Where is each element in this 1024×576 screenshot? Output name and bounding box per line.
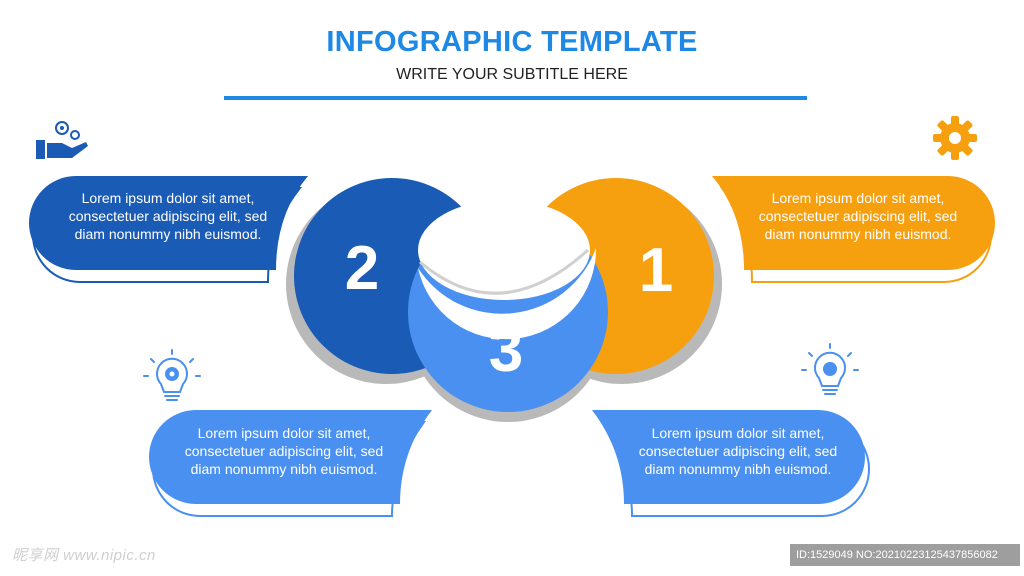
top-right-box (712, 176, 995, 283)
hand-gears-icon (36, 121, 88, 159)
step-number-1: 1 (638, 236, 674, 305)
lightbulb-gear-icon (143, 349, 201, 401)
page-title: INFOGRAPHIC TEMPLATE (326, 26, 698, 58)
title-divider (224, 96, 807, 100)
top-left-box-text: Lorem ipsum dolor sit amet, consectetuer… (68, 190, 268, 242)
gear-icon (933, 116, 977, 160)
circle-3-notch-shadow (418, 248, 597, 340)
image-id-bar: ID:1529049 NO:20210223125437856082 (790, 544, 1020, 566)
circle-3-notch (418, 200, 590, 300)
bottom-left-box-text: Lorem ipsum dolor sit amet, consectetuer… (184, 425, 384, 477)
bottom-right-box-text: Lorem ipsum dolor sit amet, consectetuer… (638, 425, 838, 477)
page-subtitle: WRITE YOUR SUBTITLE HERE (396, 66, 628, 83)
circle-3-notch-edge (419, 248, 590, 295)
top-right-box-text: Lorem ipsum dolor sit amet, consectetuer… (758, 190, 958, 242)
bottom-right-box (592, 410, 870, 517)
lightbulb-icon (801, 343, 859, 395)
top-left-box (29, 176, 308, 283)
step-number-3: 3 (488, 316, 524, 385)
step-number-2: 2 (344, 234, 380, 303)
watermark-text: 昵享网 www.nipic.cn (12, 547, 156, 564)
bottom-left-box (149, 410, 432, 517)
